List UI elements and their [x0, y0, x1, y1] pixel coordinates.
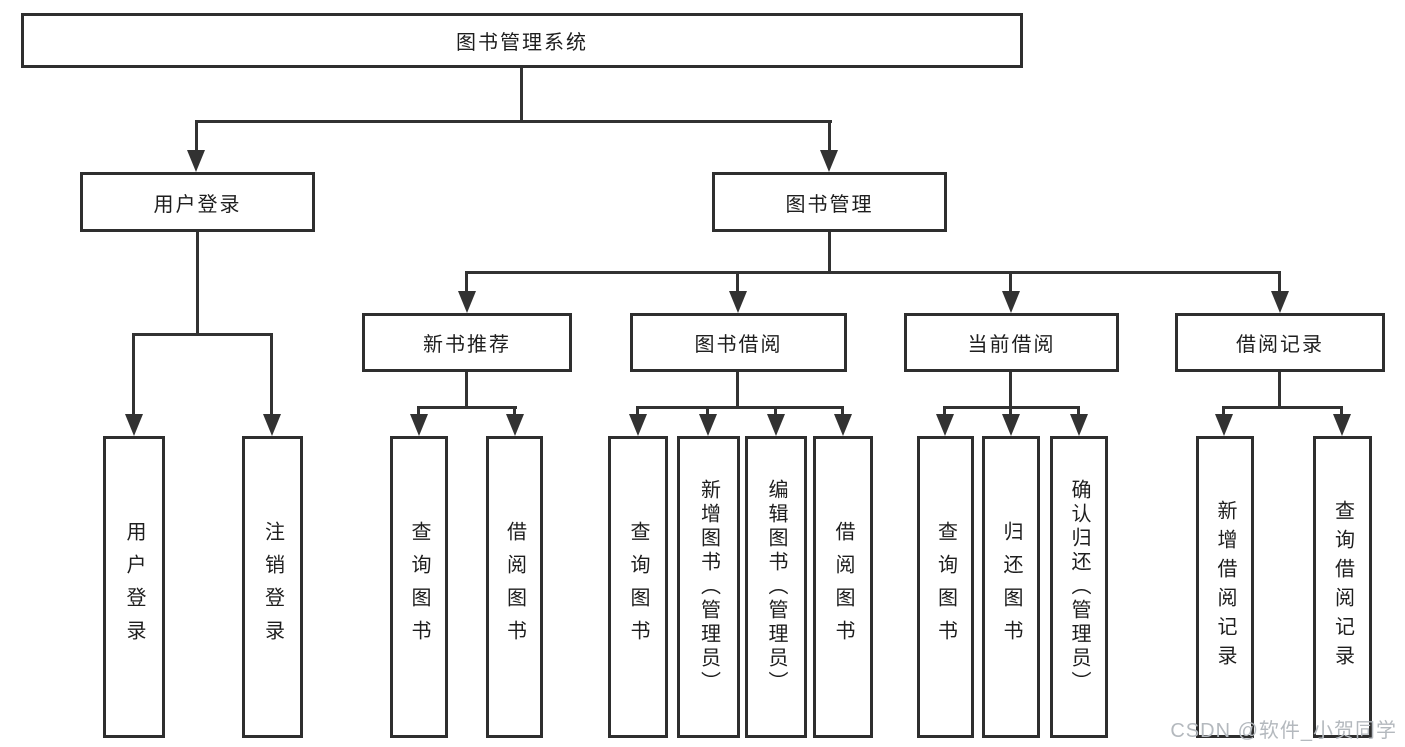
arrowhead-down-icon: [1002, 414, 1020, 436]
leaf-return-book: 归还图书: [982, 436, 1040, 738]
leaf-confirm-return-admin: 确认归还（管理员）: [1050, 436, 1108, 738]
connector-segment: [1278, 372, 1281, 409]
connector-segment: [943, 406, 946, 416]
connector-segment: [513, 406, 516, 416]
leaf-label: 归还图书: [1000, 521, 1022, 653]
connector-segment: [1009, 271, 1012, 293]
leaf-label: 查询图书: [408, 521, 430, 653]
connector-segment: [465, 271, 468, 293]
leaf-add-borrow-record: 新增借阅记录: [1196, 436, 1254, 738]
leaf-logout: 注销登录: [242, 436, 303, 738]
arrowhead-down-icon: [1215, 414, 1233, 436]
connector-segment: [1009, 406, 1012, 416]
connector-segment: [133, 333, 273, 336]
arrowhead-down-icon: [187, 150, 205, 172]
connector-segment: [1340, 406, 1343, 416]
node-label: 用户登录: [153, 193, 242, 216]
arrowhead-down-icon: [125, 414, 143, 436]
connector-segment: [736, 271, 739, 293]
leaf-query-book-current: 查询图书: [917, 436, 974, 738]
connector-segment: [841, 406, 844, 416]
leaf-label: 新增图书（管理员）: [697, 479, 720, 695]
leaf-borrow-book-newbook: 借阅图书: [486, 436, 543, 738]
connector-segment: [638, 406, 843, 409]
leaf-label: 编辑图书（管理员）: [765, 479, 787, 695]
root-node-library-system: 图书管理系统: [21, 13, 1023, 68]
connector-segment: [706, 406, 709, 416]
arrowhead-down-icon: [1070, 414, 1088, 436]
leaf-add-book-admin: 新增图书（管理员）: [677, 436, 740, 738]
leaf-label: 查询图书: [934, 521, 957, 653]
leaf-label: 查询图书: [627, 521, 649, 653]
leaf-label: 查询借阅记录: [1331, 500, 1354, 674]
leaf-label: 新增借阅记录: [1214, 500, 1236, 674]
node-new-book-recommend: 新书推荐: [362, 313, 572, 372]
leaf-label: 借阅图书: [503, 521, 526, 653]
connector-segment: [196, 232, 199, 336]
connector-segment: [132, 333, 135, 415]
node-label: 借阅记录: [1236, 334, 1324, 356]
connector-segment: [1009, 372, 1012, 409]
arrowhead-down-icon: [820, 150, 838, 172]
node-borrow-record: 借阅记录: [1175, 313, 1385, 372]
leaf-query-book-borrow: 查询图书: [608, 436, 668, 738]
leaf-label: 注销登录: [261, 521, 284, 653]
arrowhead-down-icon: [629, 414, 647, 436]
node-label: 图书管理: [785, 193, 874, 216]
arrowhead-down-icon: [699, 414, 717, 436]
arrowhead-down-icon: [936, 414, 954, 436]
arrowhead-down-icon: [1271, 291, 1289, 313]
leaf-edit-book-admin: 编辑图书（管理员）: [745, 436, 807, 738]
csdn-watermark: CSDN @软件_小贺同学: [1170, 720, 1397, 742]
connector-segment: [419, 406, 517, 409]
connector-segment: [466, 271, 1281, 274]
arrowhead-down-icon: [767, 414, 785, 436]
arrowhead-down-icon: [729, 291, 747, 313]
connector-segment: [1278, 271, 1281, 293]
connector-segment: [1077, 406, 1080, 416]
arrowhead-down-icon: [1333, 414, 1351, 436]
leaf-query-book-newbook: 查询图书: [390, 436, 448, 738]
connector-segment: [828, 232, 831, 274]
arrowhead-down-icon: [263, 414, 281, 436]
connector-segment: [1222, 406, 1225, 416]
connector-segment: [465, 372, 468, 409]
connector-segment: [195, 120, 198, 152]
arrowhead-down-icon: [1002, 291, 1020, 313]
node-label: 图书借阅: [694, 334, 783, 356]
connector-segment: [270, 333, 273, 415]
arrowhead-down-icon: [834, 414, 852, 436]
node-book-borrow: 图书借阅: [630, 313, 847, 372]
leaf-query-borrow-record: 查询借阅记录: [1313, 436, 1372, 738]
connector-segment: [774, 406, 777, 416]
arrowhead-down-icon: [458, 291, 476, 313]
node-book-management: 图书管理: [712, 172, 947, 232]
root-node-label: 图书管理系统: [456, 32, 588, 54]
arrowhead-down-icon: [410, 414, 428, 436]
node-label: 当前借阅: [967, 334, 1056, 356]
connector-segment: [736, 372, 739, 409]
leaf-user-login: 用户登录: [103, 436, 165, 738]
connector-segment: [945, 406, 1079, 409]
connector-segment: [417, 406, 420, 416]
leaf-borrow-book: 借阅图书: [813, 436, 873, 738]
leaf-label: 借阅图书: [832, 521, 854, 653]
arrowhead-down-icon: [506, 414, 524, 436]
connector-segment: [636, 406, 639, 416]
node-label: 新书推荐: [423, 334, 511, 356]
connector-segment: [828, 120, 831, 152]
connector-segment: [1224, 406, 1343, 409]
node-current-borrow: 当前借阅: [904, 313, 1119, 372]
node-user-login: 用户登录: [80, 172, 315, 232]
connector-segment: [520, 67, 523, 122]
leaf-label: 用户登录: [123, 521, 145, 653]
leaf-label: 确认归还（管理员）: [1068, 479, 1090, 695]
connector-segment: [196, 120, 832, 123]
